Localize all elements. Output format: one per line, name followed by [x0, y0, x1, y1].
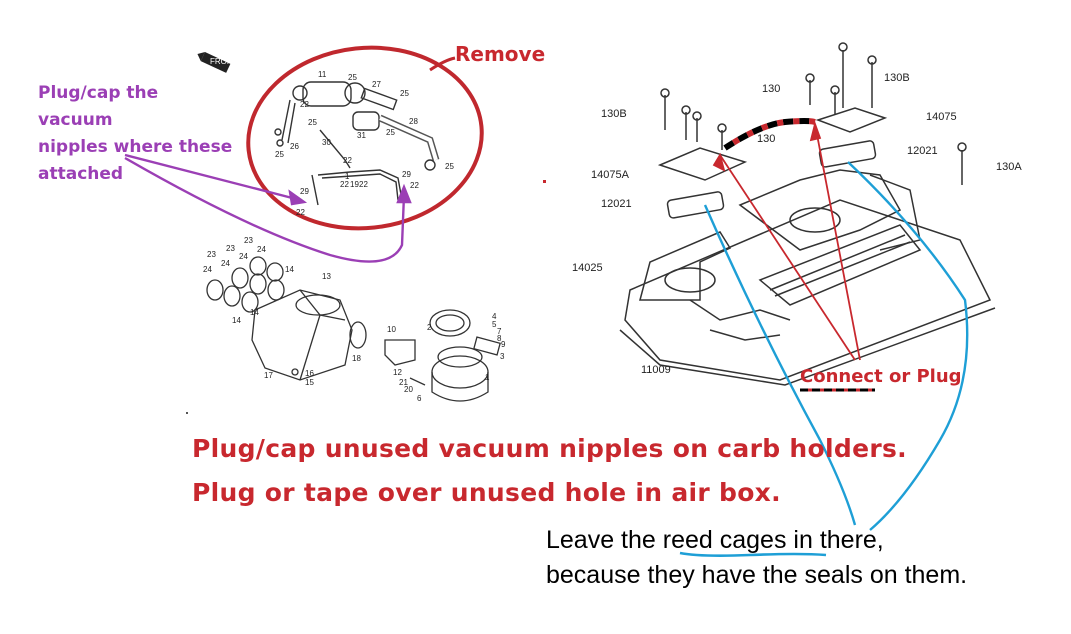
- part-label: 31: [357, 131, 366, 140]
- part-label: 25: [386, 128, 395, 137]
- part-label: 9: [501, 340, 506, 349]
- reed-cage-note-line1: Leave the reed cages in there,: [546, 526, 884, 555]
- plug-cap-line: nipples where these: [38, 137, 233, 157]
- part-label: 12021: [601, 198, 632, 210]
- vacuum-hose: [723, 118, 816, 151]
- part-label: 130: [757, 133, 776, 145]
- part-label: 14: [285, 265, 294, 274]
- part-label: 25: [445, 162, 454, 171]
- part-label: 16: [305, 369, 314, 378]
- reed-note-prefix: Leave the: [546, 526, 663, 554]
- part-label: 5: [492, 320, 497, 329]
- part-label: 28: [409, 117, 418, 126]
- part-label: 130B: [884, 72, 910, 84]
- remove-ellipse: [246, 45, 484, 231]
- reed-cage-note-line2: because they have the seals on them.: [546, 561, 968, 589]
- part-label: 26: [290, 142, 299, 151]
- part-label: 6: [417, 394, 422, 403]
- reed-note-suffix: in there,: [786, 526, 884, 554]
- remove-parts-drawing: [274, 81, 440, 206]
- part-label: 23: [207, 250, 216, 259]
- part-label: 25: [275, 150, 284, 159]
- part-label: 15: [305, 378, 314, 387]
- part-label: 8: [497, 334, 502, 343]
- connect-or-plug-callout: Connect or Plug: [800, 366, 962, 387]
- instruction-line: Plug or tape over unused hole in air box…: [192, 478, 781, 507]
- part-label: 21: [399, 378, 408, 387]
- part-label: 3: [500, 352, 505, 361]
- part-label: 13: [322, 272, 331, 281]
- part-label: 130A: [996, 161, 1022, 173]
- part-label: 25: [400, 89, 409, 98]
- remove-callout: Remove: [455, 42, 546, 66]
- plug-cap-line: attached: [38, 164, 124, 184]
- part-label: 18: [352, 354, 361, 363]
- part-label: 30: [322, 138, 331, 147]
- part-label: 10: [387, 325, 396, 334]
- part-label: 14: [250, 308, 259, 317]
- reed-cages-underline: [679, 551, 827, 557]
- front-badge-icon: [197, 52, 231, 73]
- part-label: 4: [492, 312, 497, 321]
- part-label: 2: [427, 323, 432, 332]
- part-label: 11: [318, 70, 327, 79]
- part-label: 19: [350, 180, 359, 189]
- part-label: 22: [340, 180, 349, 189]
- part-label: 22: [359, 180, 368, 189]
- part-label: 14075: [926, 111, 957, 123]
- front-badge-label: FRONT: [210, 57, 238, 66]
- reed-cages-emphasis: reed cages: [662, 526, 787, 554]
- airbox-drawing: [206, 256, 501, 402]
- part-label: 29: [402, 170, 411, 179]
- part-label: 14: [232, 316, 241, 325]
- part-label: 20: [404, 385, 413, 394]
- part-label: 12: [393, 368, 402, 377]
- valve-cover-drawing: [619, 42, 996, 386]
- part-label: 24: [203, 265, 212, 274]
- part-label: 130B: [601, 108, 627, 120]
- part-label: 12021: [907, 145, 938, 157]
- part-label: 17: [264, 371, 273, 380]
- part-label: 14025: [572, 262, 603, 274]
- part-label: 11009: [641, 364, 671, 376]
- plug-cap-line: Plug/cap the vacuum: [38, 83, 159, 130]
- part-label: 24: [221, 259, 230, 268]
- part-label: 22: [410, 181, 419, 190]
- instruction-line: Plug/cap unused vacuum nipples on carb h…: [192, 434, 907, 463]
- part-label: 23: [244, 236, 253, 245]
- part-label: 23: [226, 244, 235, 253]
- blue-pointer-lines: [703, 161, 969, 531]
- part-label: 1: [485, 373, 490, 382]
- part-label: 130: [762, 83, 781, 95]
- part-label: 24: [257, 245, 266, 254]
- part-label: 24: [239, 252, 248, 261]
- part-label: 7: [497, 327, 502, 336]
- part-label: 25: [348, 73, 357, 82]
- part-label: 27: [372, 80, 381, 89]
- red-pointer-lines: [712, 120, 861, 361]
- part-label: 22: [296, 208, 305, 217]
- purple-arrows: [124, 153, 412, 263]
- part-label: 29: [300, 187, 309, 196]
- plug-cap-callout: Plug/cap the vacuum nipples where these …: [38, 80, 238, 188]
- part-label: 1: [345, 172, 350, 181]
- part-label: 22: [300, 100, 309, 109]
- part-label: 14075A: [591, 169, 629, 181]
- part-label: 22: [343, 156, 352, 165]
- part-label: 25: [308, 118, 317, 127]
